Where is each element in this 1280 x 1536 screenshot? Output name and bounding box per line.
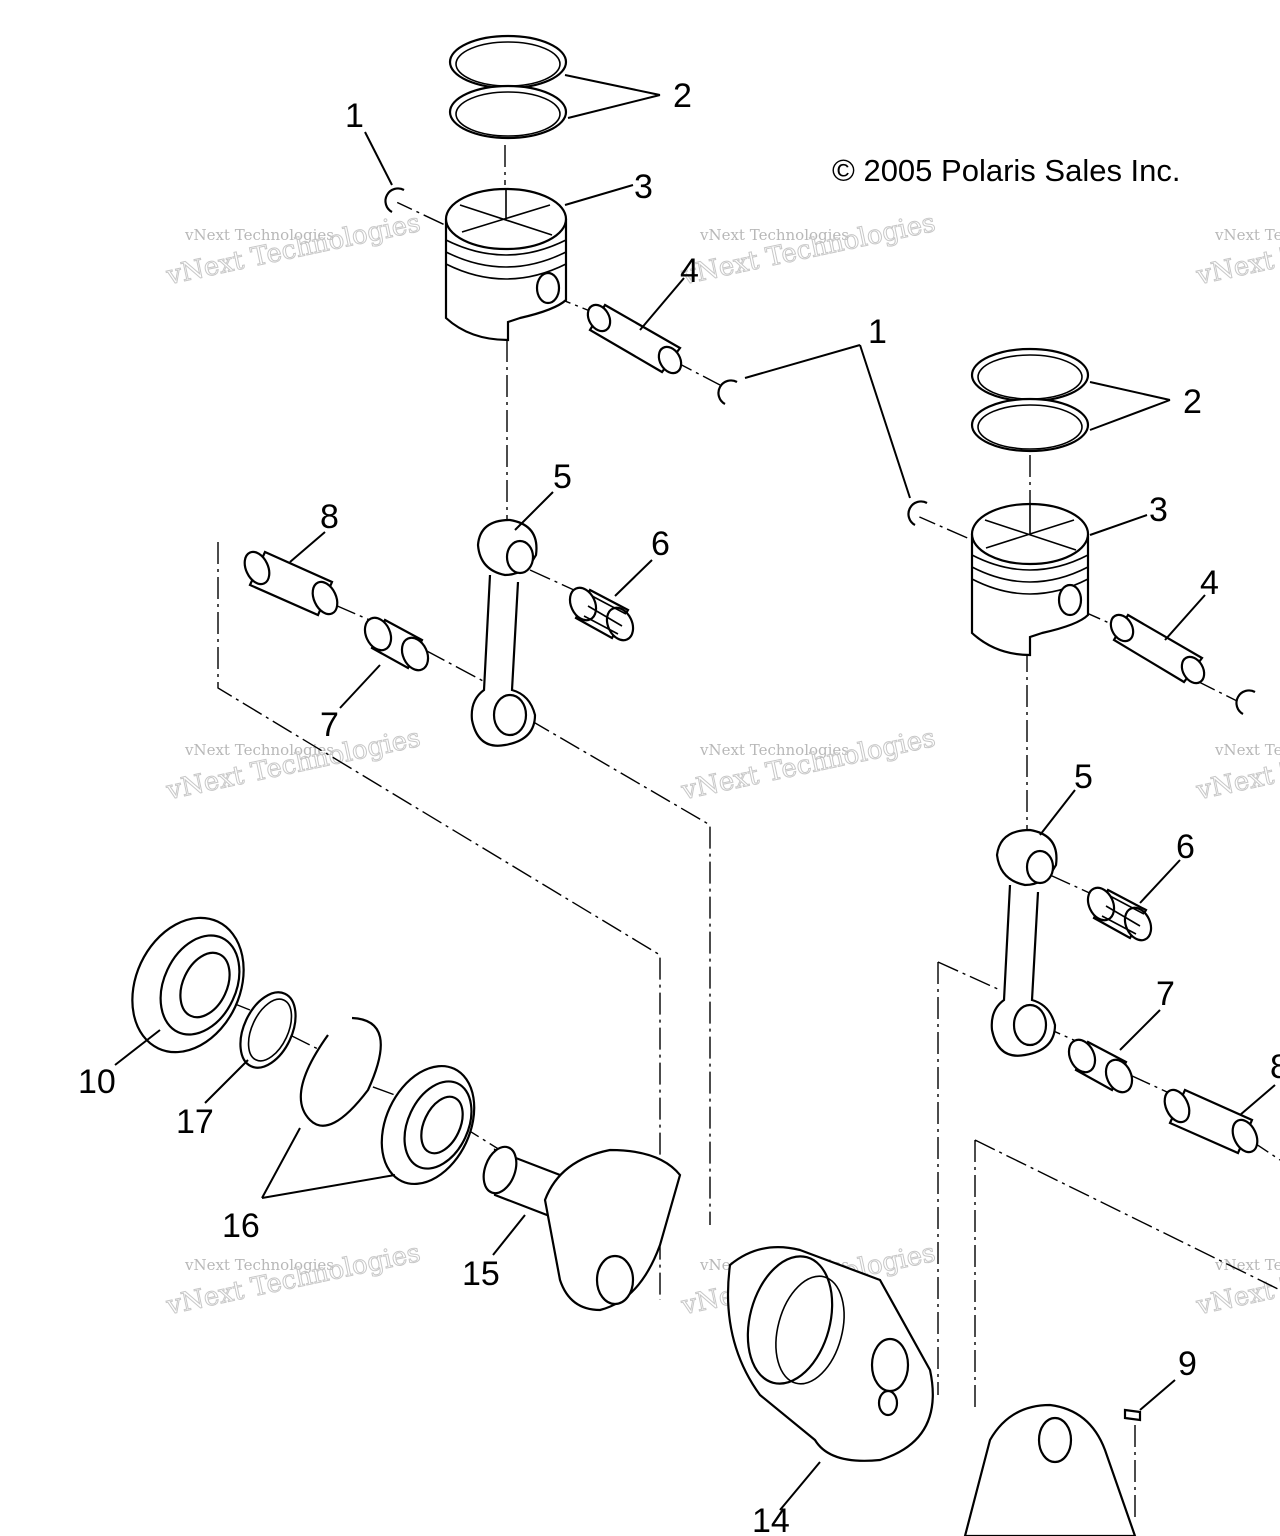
crank-pin-left [243,550,339,617]
circlip-right-2 [1235,689,1256,715]
circlip-right-1 [907,500,928,526]
callout-number: 8 [320,498,339,536]
watermark-text: vNext Technologies [184,1256,334,1274]
watermark: vNext Technologies vNext Technologies [678,723,939,807]
crankshaft-center-14 [726,1246,934,1462]
callout-number: 7 [320,706,339,744]
piston-rings-right [970,347,1090,453]
callout-number: 2 [1183,383,1202,421]
watermark-text: vNext Technologies [1214,741,1280,759]
watermark-text: vNext Technologies [163,723,423,806]
callout-number: 4 [1200,564,1219,602]
watermark-text: vNext Technologies [1193,208,1280,291]
callout-number: 15 [462,1255,500,1293]
crankshaft-end-15 [482,1145,682,1312]
piston-left [444,187,568,342]
callout-number: 6 [1176,828,1195,866]
watermark-text: vNext Technologies [184,226,334,244]
callout-number: 14 [752,1502,790,1536]
piston-pin-left [586,303,683,375]
callout-number: 8 [1270,1048,1280,1086]
copyright-notice: © 2005 Polaris Sales Inc. [832,153,1181,188]
snap-ring-16 [299,1016,382,1127]
callout-number: 1 [868,313,887,351]
callout-number: 10 [78,1063,116,1101]
callout-number: 2 [673,77,692,115]
watermark: vNext Technologies vNext Technologies [163,1238,424,1322]
watermark-text: vNext Technologies [184,741,334,759]
watermark-text: vNext Technologies [1193,1238,1280,1321]
watermark: vNext Technologies vNext Technologies [678,208,939,292]
needle-bearing-right-6 [1086,886,1153,942]
connecting-rod-right [990,828,1058,1057]
crank-pin-right [1163,1088,1259,1155]
watermark-text: vNext Technologies [163,1238,423,1321]
callout-number: 7 [1156,975,1175,1013]
watermark-text: vNext Technologies [699,226,849,244]
axis-line [937,961,1280,1395]
watermark-text: vNext Technologies [678,208,938,291]
watermark-text: vNext Technologies [1214,226,1280,244]
ball-bearing-10 [131,916,245,1054]
axis-line [914,514,973,541]
ball-bearing-16 [380,1064,476,1186]
callout-labels: 1 2 3 4 1 2 3 4 5 6 8 7 5 6 7 8 10 17 16… [78,77,1280,1536]
watermark-text: vNext Technologies [1214,1256,1280,1274]
leader-lines [114,74,1276,1511]
circlip-left-2 [717,379,738,405]
needle-bearing-right-7 [1067,1038,1134,1094]
watermark-text: vNext Technologies [163,208,423,291]
axis-line [217,542,661,1300]
watermark-group: vNext Technologies vNext Technologies vN… [163,208,1280,1322]
callout-number: 3 [634,168,653,206]
woodruff-key-9 [1123,1408,1142,1422]
watermark: vNext Technologies vNext Technologies [1193,208,1280,292]
callout-number: 5 [553,458,572,496]
callout-number: 3 [1149,491,1168,529]
axis-line [974,1139,1280,1410]
circlip-left-1 [384,187,405,213]
callout-number: 17 [176,1103,214,1141]
callout-number: 16 [222,1207,260,1245]
callout-number: 5 [1074,758,1093,796]
watermark-text: vNext Technologies [678,723,938,806]
callout-number: 6 [651,525,670,563]
callout-number: 1 [345,97,364,135]
callout-number: 4 [680,252,699,290]
connecting-rod-left [470,518,538,747]
piston-rings-left [448,34,568,140]
watermark: vNext Technologies vNext Technologies [1193,723,1280,807]
needle-bearing-left-7 [363,616,430,672]
watermark: vNext Technologies vNext Technologies [163,208,424,292]
axis-line [391,199,446,226]
watermark: vNext Technologies vNext Technologies [163,723,424,807]
watermark: vNext Technologies vNext Technologies [1193,1238,1280,1322]
needle-bearing-left-6 [568,586,635,642]
piston-right [970,502,1090,657]
piston-pin-right [1109,613,1206,685]
callout-number: 9 [1178,1345,1197,1383]
retaining-ring-17 [239,991,297,1069]
watermark-text: vNext Technologies [1193,723,1280,806]
crankshaft-right [963,1403,1137,1536]
watermark-text: vNext Technologies [699,741,849,759]
